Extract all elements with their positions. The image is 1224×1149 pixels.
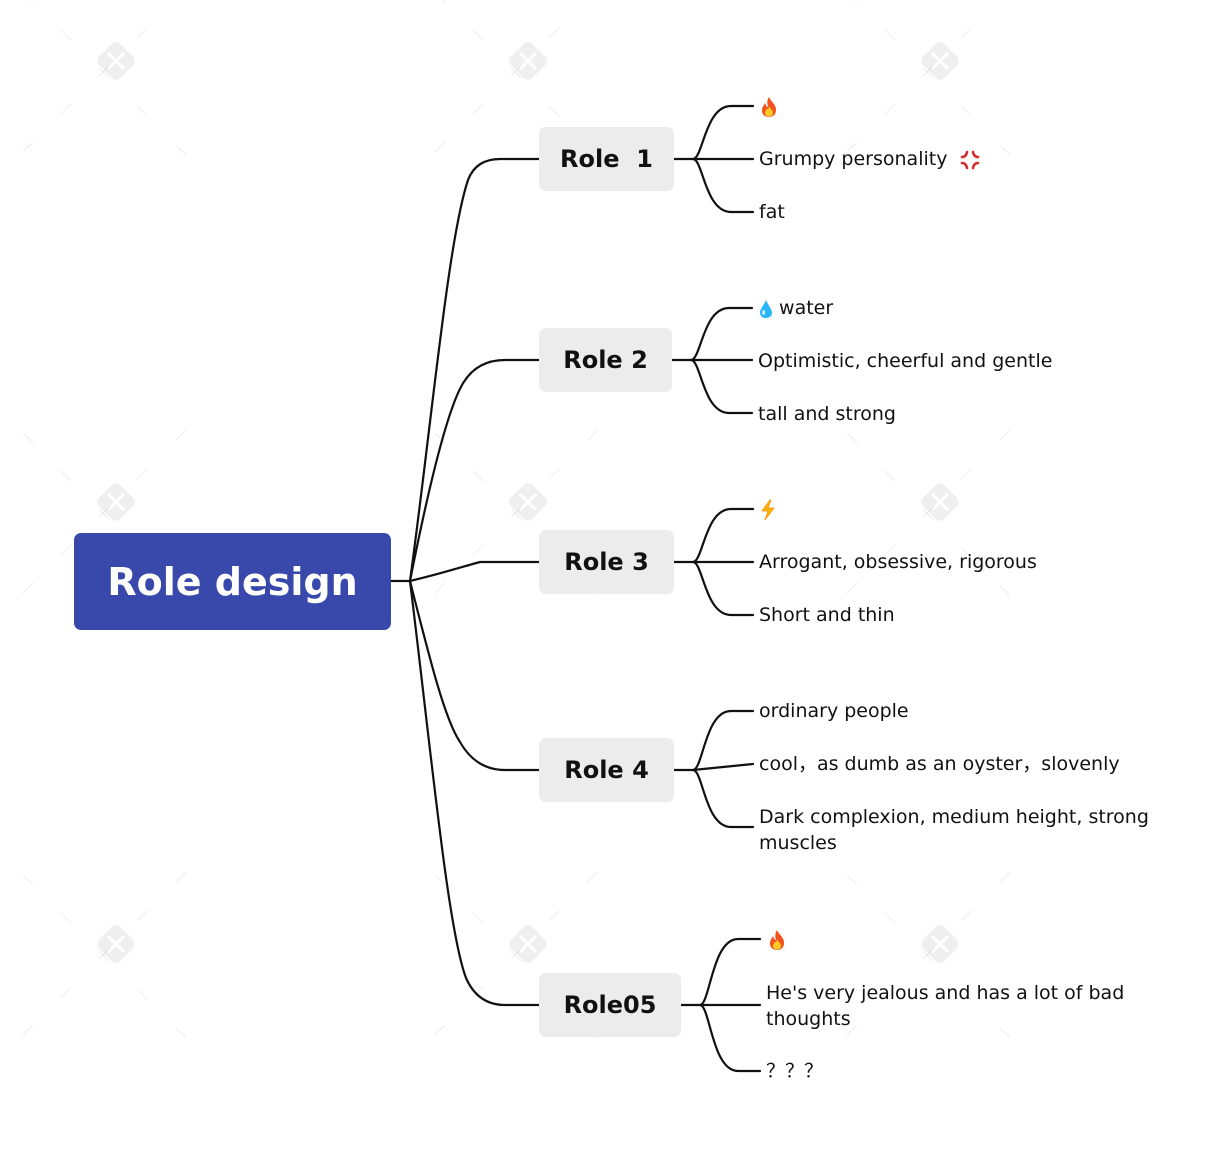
fire-icon (770, 929, 784, 950)
role-topic-5[interactable]: Role05 (539, 973, 681, 1037)
subtopic-cool[interactable]: cool，as dumb as an oyster，slovenly (759, 751, 1120, 777)
subtopic-fire[interactable] (759, 93, 779, 119)
subtopic-text: fat (759, 201, 785, 223)
subtopic-text: cool，as dumb as an oyster，slovenly (759, 753, 1120, 775)
subtopic-line (691, 157, 755, 214)
xmind-watermark-logo (921, 483, 959, 521)
xmind-watermark-logo (509, 42, 547, 80)
watermark-hatch-line (854, 0, 1038, 183)
subtopic-line (691, 762, 755, 772)
role-topic-label: Role 3 (564, 548, 649, 576)
role-topic-label: Role 2 (563, 346, 648, 374)
subtopic-text: He's very jealous and has a lot of bad t… (766, 982, 1125, 1030)
xmind-watermark-logo (97, 925, 135, 963)
subtopic-text: Grumpy personality (759, 148, 948, 170)
xmind-watermark-logo (509, 483, 547, 521)
subtopic-line (698, 937, 762, 1007)
root-to-role-line (408, 157, 541, 583)
subtopic-grumpy[interactable]: Grumpy personality (759, 146, 980, 172)
subtopic-water[interactable]: water (759, 295, 833, 321)
water-drop-icon (760, 299, 772, 318)
subtopic-optimistic[interactable]: Optimistic, cheerful and gentle (758, 348, 1052, 374)
watermark-hatch-line (30, 0, 214, 183)
watermark-hatch-line (846, 874, 1038, 1066)
xmind-watermark-logo (97, 42, 135, 80)
subtopic-text: Dark complexion, medium height, strong m… (759, 806, 1149, 854)
subtopic-text: ？？？ (766, 1060, 824, 1082)
subtopic-line (698, 1003, 762, 1073)
xmind-watermark-logo (509, 925, 547, 963)
subtopic-jealous[interactable]: He's very jealous and has a lot of bad t… (766, 980, 1156, 1032)
xmind-watermark-logo (921, 925, 959, 963)
subtopic-line (691, 507, 755, 564)
watermark-hatch-line (434, 844, 626, 1036)
subtopic-short-thin[interactable]: Short and thin (759, 602, 895, 628)
subtopic-line (691, 709, 755, 772)
subtopic-text: Short and thin (759, 604, 895, 626)
watermark-hatch-line (846, 844, 1038, 1036)
role-topic-2[interactable]: Role 2 (539, 328, 672, 392)
watermark-hatch-line (846, 402, 1038, 594)
root-to-role-line (408, 358, 541, 583)
subtopic-line (689, 306, 754, 362)
role-topic-label: Role 1 (560, 145, 653, 173)
subtopic-line (691, 560, 755, 617)
subtopic-question-marks[interactable]: ？？？ (766, 1058, 823, 1084)
xmind-watermark-logo (921, 42, 959, 80)
anger-icon (960, 150, 979, 169)
role-topic-label: Role05 (563, 991, 657, 1019)
fire-icon (762, 96, 776, 117)
subtopic-arrogant[interactable]: Arrogant, obsessive, rigorous (759, 549, 1037, 575)
subtopic-text: tall and strong (758, 403, 896, 425)
subtopic-line (689, 358, 754, 415)
root-to-role-line (408, 579, 541, 1007)
subtopic-fat[interactable]: fat (759, 199, 785, 225)
subtopic-text: Arrogant, obsessive, rigorous (759, 551, 1037, 573)
subtopic-dark-complexion[interactable]: Dark complexion, medium height, strong m… (759, 804, 1159, 856)
role-topic-3[interactable]: Role 3 (539, 530, 674, 594)
root-to-role-line (408, 579, 541, 772)
watermark-hatch-line (846, 432, 1038, 624)
subtopic-line (691, 768, 755, 829)
role-topic-label: Role 4 (564, 756, 649, 784)
subtopic-line (691, 104, 755, 161)
watermark-hatch-line (22, 402, 214, 594)
lightning-icon (761, 499, 775, 520)
watermark-hatch-line (22, 874, 214, 1066)
root-topic-label: Role design (107, 559, 358, 604)
role-topic-1[interactable]: Role 1 (539, 127, 674, 191)
watermark-hatch-line (22, 844, 214, 1036)
role-topic-4[interactable]: Role 4 (539, 738, 674, 802)
subtopic-text: water (779, 297, 834, 319)
subtopic-lightning[interactable] (759, 496, 777, 522)
xmind-watermark-logo (97, 483, 135, 521)
subtopic-text: ordinary people (759, 700, 909, 722)
root-topic[interactable]: Role design (74, 533, 391, 630)
subtopic-tall-strong[interactable]: tall and strong (758, 401, 896, 427)
subtopic-ordinary[interactable]: ordinary people (759, 698, 909, 724)
subtopic-text: Optimistic, cheerful and gentle (758, 350, 1053, 372)
subtopic-fire[interactable] (767, 926, 787, 952)
watermark-hatch-line (434, 402, 626, 594)
root-to-role-line (408, 560, 541, 583)
